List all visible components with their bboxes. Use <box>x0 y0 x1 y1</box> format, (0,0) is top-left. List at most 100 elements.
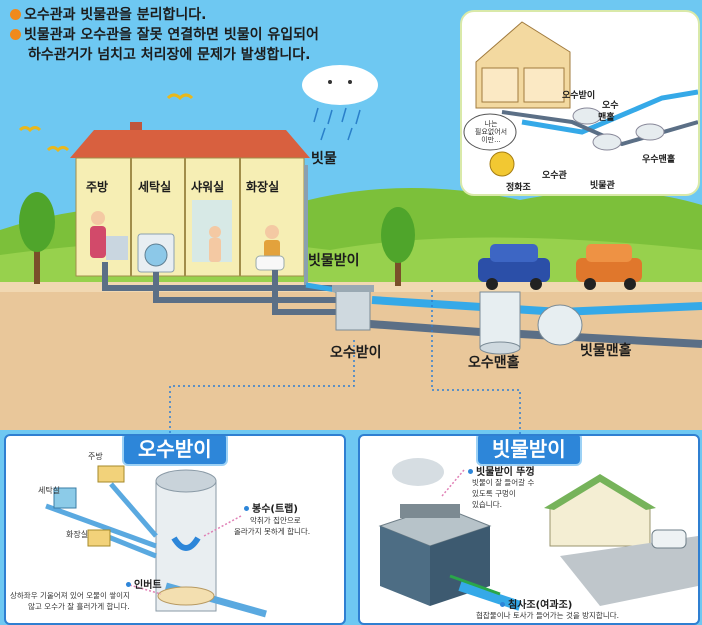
bullet-dot-icon <box>244 506 249 511</box>
car-blue-wheel <box>530 278 542 290</box>
panel-sewage-laundry: 세탁실 <box>38 486 61 495</box>
panel-rain-inlet: 빗물받이 빗물받이 뚜껑 빗물이 잘 들어갈 수 있도록 구멍이 있습니다. 침… <box>358 434 700 625</box>
sewage-manhole-shaft <box>479 291 521 349</box>
washing-machine-door <box>144 243 168 267</box>
tree-right-trunk <box>395 252 401 286</box>
cloud-eye <box>348 80 352 84</box>
lid-title: 빗물받이 뚜껑 <box>468 463 535 478</box>
inlet-pipe <box>45 503 157 549</box>
lid-desc-line3: 있습니다. <box>472 500 502 509</box>
leader-sewage <box>169 340 355 436</box>
car-blue-body <box>478 258 550 282</box>
inset-manhole <box>592 133 622 151</box>
toilet-icon <box>87 529 111 547</box>
shower-person-head <box>209 226 221 238</box>
bird <box>18 126 42 133</box>
sewage-inlet-detail <box>45 465 267 618</box>
rain-inlet-detail <box>378 458 698 611</box>
rain-inlet-outflow <box>458 581 522 611</box>
inset-sewage-inlet-label: 오수받이 <box>562 91 596 101</box>
kitchen-sink-icon <box>97 465 125 483</box>
inset-manhole <box>572 107 602 125</box>
filter-title: 침사조(여과조) <box>500 596 572 611</box>
trap-desc-line1: 악취가 집안으로 <box>250 516 301 525</box>
shower-person-body <box>209 238 221 262</box>
laundry-icon <box>53 487 77 509</box>
invert-bottom <box>157 586 215 606</box>
lid-arrow <box>441 469 465 497</box>
cloud-eye <box>328 80 332 84</box>
car-blue-wheel <box>486 278 498 290</box>
panel-sewage-kitchen: 주방 <box>88 452 103 461</box>
inset-manhole <box>635 123 665 141</box>
car-orange-cabin <box>586 244 632 262</box>
bullet-icon <box>10 29 21 40</box>
bullet-dot-icon <box>126 582 131 587</box>
road-car <box>651 529 687 549</box>
inset-diagram: 나는 필요없어서 이만... 정화조 오수받이 오수 맨홀 우수맨홀 오수관 빗… <box>460 10 700 196</box>
lid-desc-line2: 있도록 구멍이 <box>472 489 516 498</box>
inset-sewage-manhole-label2: 맨홀 <box>598 113 615 123</box>
inset-illustration <box>463 21 698 177</box>
rain-drops <box>313 107 361 141</box>
inset-septic-label: 정화조 <box>506 183 531 193</box>
rain-label: 빗물 <box>311 151 337 167</box>
sewage-pipe <box>102 262 338 291</box>
car-blue-cabin <box>490 244 538 262</box>
trap-desc-line2: 올라가지 못하게 합니다. <box>234 527 311 536</box>
trap-title: 봉수(트랩) <box>244 500 298 515</box>
panel-sewage-title: 오수받이 <box>122 436 228 466</box>
inset-speech-bubble <box>463 113 517 151</box>
road <box>560 536 698 606</box>
room-label-shower: 샤워실 <box>191 180 225 194</box>
leader-rain <box>431 290 521 436</box>
inset-rain-pipe <box>521 89 698 135</box>
invert-title: 인버트 <box>126 576 162 591</box>
panel-sewage-inlet: 오수받이 주방 세탁실 화장실 봉수(트랩) 악취가 집안으로 올라가지 못하게… <box>4 434 346 625</box>
filter-desc: 협잡물이나 토사가 들어가는 것을 방지합니다. <box>476 611 620 620</box>
panel-sewage-toilet: 화장실 <box>66 530 89 539</box>
inlet-pipe <box>105 533 157 559</box>
rain-manhole-label: 빗물맨홀 <box>580 343 632 359</box>
road-side-house-roof <box>544 474 656 510</box>
kitchen-sink <box>106 236 128 260</box>
headline-line2: 빗물관과 오수관을 잘못 연결하면 빗물이 유입되어 <box>10 26 319 44</box>
panel-rain-title: 빗물받이 <box>476 436 582 466</box>
trap-water <box>171 536 201 551</box>
inset-rain-pipe-label: 빗물관 <box>590 181 615 191</box>
sewage-manhole-bottom <box>479 341 521 355</box>
tree-left-crown <box>19 192 55 252</box>
rain-pipe <box>305 282 337 293</box>
tree-right-crown <box>381 207 415 263</box>
inset-rain-manhole-label: 우수맨홀 <box>642 155 676 165</box>
tree-left-trunk <box>34 238 40 284</box>
rain-inlet-grate <box>400 504 460 518</box>
headline-line3: 하수관거가 넘치고 처리장에 문제가 발생합니다. <box>28 47 311 63</box>
toilet-person-head <box>265 225 279 239</box>
sewage-inlet-label: 오수받이 <box>330 345 382 361</box>
inset-septic-character <box>489 151 515 177</box>
filter-arrow <box>449 574 501 596</box>
room-label-laundry: 세탁실 <box>138 180 172 194</box>
inset-speech-line3: 이만... <box>481 136 501 144</box>
toilet-person-body <box>264 240 280 258</box>
rain-inlet-box-front <box>380 526 430 606</box>
sewage-pipe <box>272 270 338 315</box>
bullet-icon <box>10 9 21 20</box>
bird <box>166 93 194 101</box>
toilet-bowl <box>255 255 285 271</box>
trap-arrow <box>203 515 242 537</box>
sewage-inlet-box <box>335 289 371 331</box>
rain-manhole <box>537 304 583 346</box>
inset-sewage-manhole-label1: 오수 <box>602 101 619 111</box>
inlet-pipe <box>109 482 158 538</box>
inset-sewage-pipe-label: 오수관 <box>542 171 567 181</box>
invert-desc-line2: 않고 오수가 잘 흘러가게 합니다. <box>28 602 130 611</box>
bullet-dot-icon <box>500 602 505 607</box>
inset-speech-line2: 필요없어서 <box>474 128 508 136</box>
car-orange-wheel <box>624 278 636 290</box>
rain-cloud <box>392 458 444 486</box>
inlet-cylinder-top <box>155 469 217 493</box>
